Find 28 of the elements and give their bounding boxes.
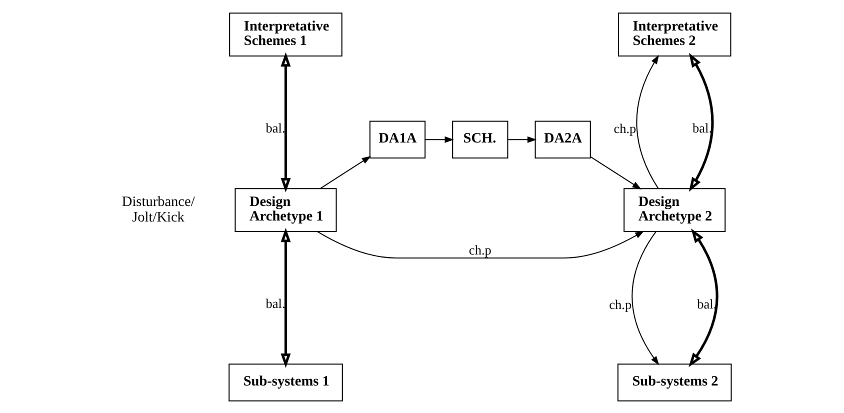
node-box: DA1A bbox=[368, 120, 426, 158]
arrow bbox=[280, 52, 290, 192]
node-box: Interpretative Schemes 2 bbox=[617, 12, 731, 56]
arrow bbox=[590, 156, 641, 189]
edge-label: bal. bbox=[265, 296, 285, 311]
node-box: Design Archetype 1 bbox=[234, 188, 336, 232]
node-box: Design Archetype 2 bbox=[623, 188, 726, 232]
arrow bbox=[280, 227, 290, 368]
arrow bbox=[320, 155, 371, 188]
arrow bbox=[424, 136, 454, 142]
node-box: Sub-systems 1 bbox=[228, 363, 342, 401]
node-box: Sub-systems 2 bbox=[616, 363, 732, 401]
node-box: Interpretative Schemes 1 bbox=[228, 12, 342, 56]
edge-label: bal. bbox=[696, 296, 716, 311]
arrow bbox=[631, 230, 659, 365]
arrow bbox=[636, 54, 659, 188]
edge-label: ch.p bbox=[608, 296, 632, 312]
edge-label: bal. bbox=[692, 120, 712, 136]
arrow bbox=[316, 230, 644, 258]
node-box: DA2A bbox=[534, 120, 590, 158]
edge-label: ch.p bbox=[468, 242, 491, 257]
arrow bbox=[508, 136, 536, 142]
edge-label: bal. bbox=[265, 120, 285, 136]
edge-label: ch.p bbox=[613, 120, 636, 136]
arrow bbox=[688, 52, 714, 192]
arrow bbox=[688, 228, 718, 367]
node-text: Disturbance/ Jolt/Kick bbox=[121, 194, 194, 225]
node-box: SCH. bbox=[452, 120, 508, 158]
